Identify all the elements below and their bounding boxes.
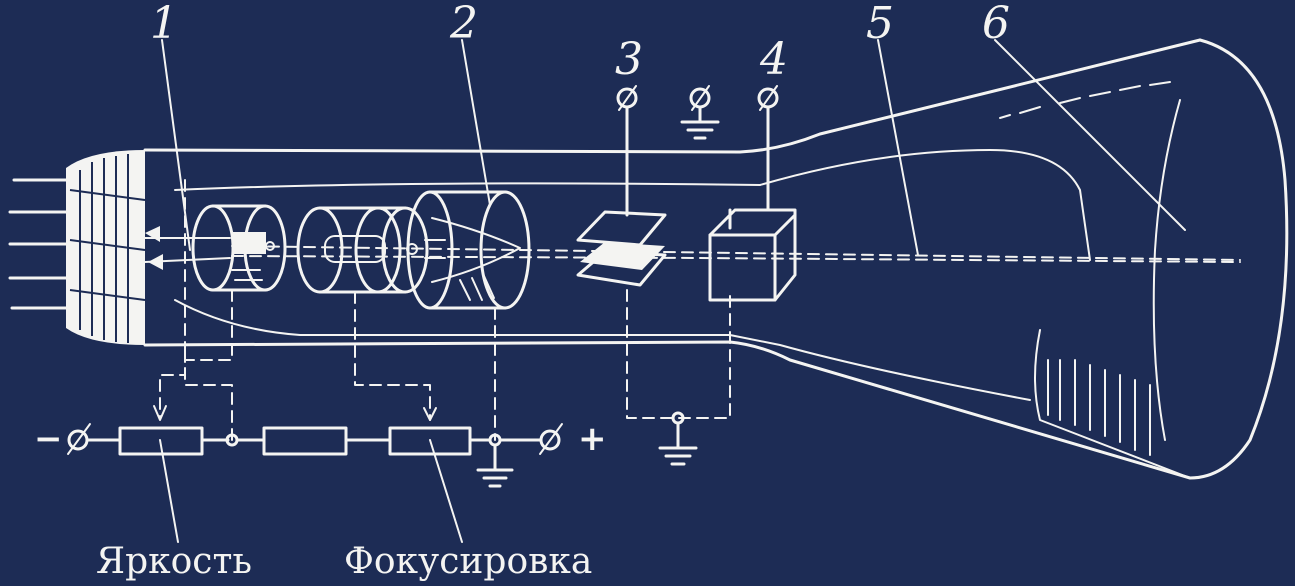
horizontal-deflection-plates bbox=[708, 208, 797, 302]
label-beam: 5 bbox=[866, 0, 894, 49]
minus-terminal-label: − bbox=[34, 419, 63, 459]
vertical-deflection-plates bbox=[576, 210, 667, 287]
leader-lines bbox=[159, 39, 1186, 543]
label-screen: 6 bbox=[982, 0, 1010, 49]
first-anode bbox=[296, 206, 429, 294]
electron-beam bbox=[231, 245, 1241, 263]
base-pins bbox=[8, 178, 70, 310]
plus-terminal-label: + bbox=[578, 419, 607, 459]
tube-envelope bbox=[143, 38, 1289, 480]
caption-brightness: Яркость bbox=[96, 541, 252, 582]
caption-focusing: Фокусировка bbox=[344, 541, 593, 582]
label-vertical-plates: 3 bbox=[615, 34, 643, 85]
label-cathode-modulator: 1 bbox=[150, 0, 178, 49]
top-terminals bbox=[616, 85, 779, 217]
label-horizontal-plates: 4 bbox=[760, 34, 788, 85]
tube-base bbox=[66, 150, 146, 345]
lead-wires bbox=[153, 179, 731, 441]
modulator-cylinder bbox=[139, 204, 287, 292]
resistor-chain bbox=[67, 411, 698, 488]
label-anode: 2 bbox=[450, 0, 478, 49]
